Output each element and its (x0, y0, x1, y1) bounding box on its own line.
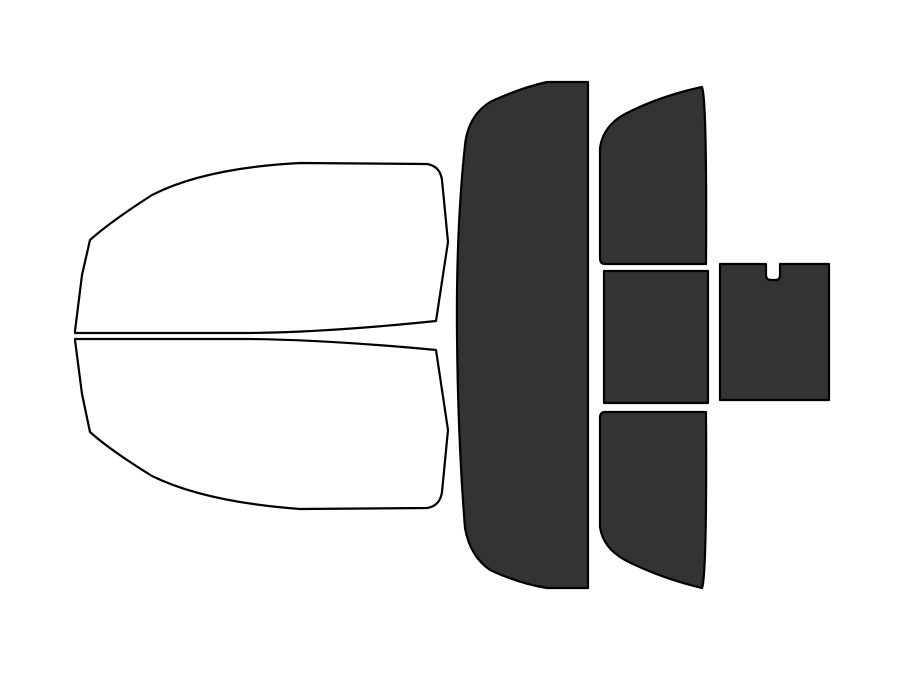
rear-windshield-panel[interactable] (455, 80, 590, 590)
back-slider-window-panel[interactable] (718, 262, 831, 402)
rear-lower-side-window-panel[interactable] (598, 410, 708, 590)
front-left-window-panel[interactable] (73, 161, 450, 335)
front-right-window-panel[interactable] (73, 337, 450, 511)
rear-middle-side-window-panel[interactable] (602, 269, 710, 405)
rear-upper-side-window-panel[interactable] (598, 85, 708, 266)
